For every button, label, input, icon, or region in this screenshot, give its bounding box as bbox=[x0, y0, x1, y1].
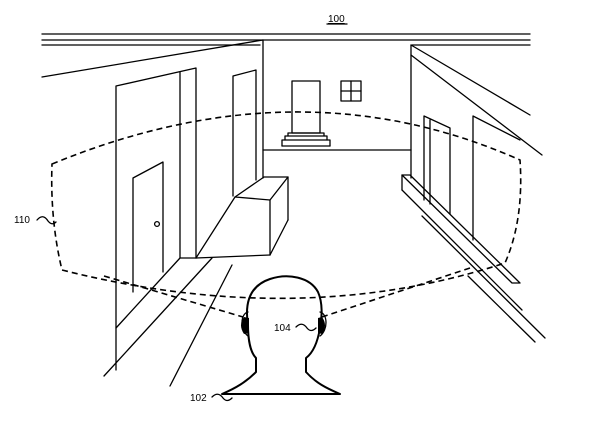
back-door bbox=[292, 81, 320, 133]
back-wall bbox=[263, 81, 411, 150]
ceiling-lines bbox=[42, 34, 530, 45]
label-ear-device: 104 bbox=[274, 323, 291, 334]
leader-ear-device bbox=[296, 324, 316, 330]
view-ray-right bbox=[322, 268, 470, 317]
right-wall bbox=[402, 45, 545, 342]
door-knob bbox=[155, 222, 160, 227]
person-head bbox=[222, 276, 340, 394]
label-person: 102 bbox=[190, 393, 207, 404]
leader-person bbox=[212, 394, 232, 400]
back-window bbox=[341, 81, 361, 101]
label-field-of-view: 110 bbox=[14, 215, 30, 226]
